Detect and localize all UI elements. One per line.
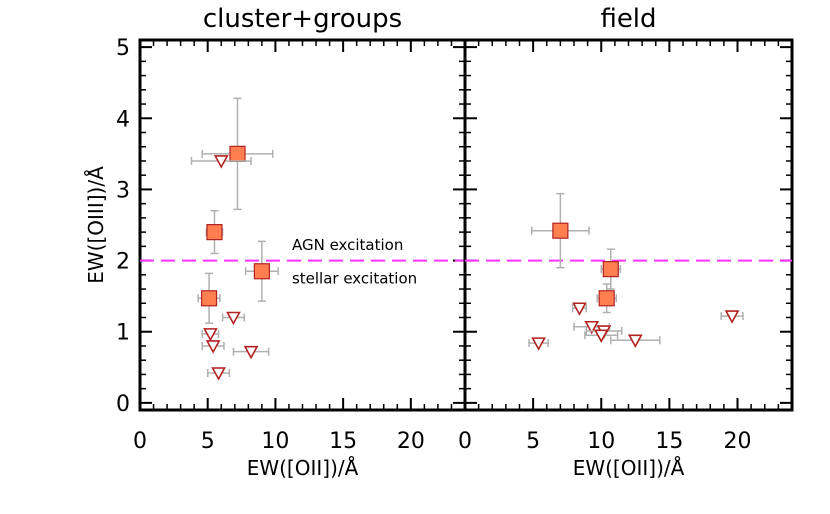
triangle-down-marker	[572, 302, 587, 316]
panel-frame	[463, 38, 794, 412]
x-tick-label: 10	[261, 429, 289, 454]
panel-field: field EW([OII])/Å 0 5 10 15 20	[458, 4, 794, 480]
x-axis-label: EW([OII])/Å	[573, 456, 685, 480]
panel-cluster-groups: cluster+groups EW([OII])/Å EW([OIII])/Å …	[84, 4, 467, 480]
triangle-down-marker	[211, 367, 226, 381]
x-tick-label: 5	[201, 429, 215, 454]
triangle-down-marker	[724, 310, 740, 324]
data-marks	[140, 97, 465, 381]
annotations: AGN excitation stellar excitation	[292, 236, 417, 287]
x-tick-label: 20	[724, 429, 752, 454]
y-tick-label: 1	[116, 321, 130, 346]
triangle-down-marker	[203, 328, 218, 342]
x-tick-label: 10	[587, 429, 615, 454]
square-marker	[253, 263, 270, 280]
panel-title: field	[600, 4, 656, 34]
triangle-down-marker	[627, 334, 643, 348]
x-tick-label: 5	[526, 429, 540, 454]
square-marker	[229, 145, 246, 162]
triangle-down-marker	[531, 337, 546, 351]
x-tick-label: 15	[655, 429, 683, 454]
x-axis-label: EW([OII])/Å	[247, 456, 359, 480]
square-marker	[552, 222, 569, 239]
square-marker	[206, 224, 223, 241]
y-tick-label: 4	[116, 107, 130, 132]
panel-frame	[138, 38, 467, 412]
triangle-down-marker	[593, 329, 609, 343]
x-tick-label: 15	[329, 429, 357, 454]
x-tick-label: 0	[458, 429, 472, 454]
triangle-down-marker	[584, 320, 600, 335]
x-tick-label: 0	[133, 429, 147, 454]
square-marker	[200, 290, 218, 307]
annotation-label: AGN excitation	[292, 236, 403, 254]
y-tick-label: 2	[116, 250, 130, 275]
y-tick-label: 0	[116, 392, 130, 417]
triangle-down-marker	[205, 340, 221, 354]
triangle-down-marker	[226, 311, 241, 326]
y-axis-label: EW([OIII])/Å	[84, 166, 108, 284]
triangle-down-marker	[213, 155, 229, 169]
ticks: 0 5 10 15 20	[458, 40, 792, 454]
panel-title: cluster+groups	[203, 4, 402, 34]
y-tick-label: 5	[116, 36, 130, 61]
y-tick-label: 3	[116, 178, 130, 203]
x-tick-label: 20	[397, 429, 425, 454]
square-marker	[598, 290, 615, 307]
square-marker	[602, 261, 619, 278]
data-marks	[465, 192, 792, 351]
ticks: 0 5 10 15 20 0 1 2 3 4 5	[116, 36, 465, 454]
triangle-down-marker	[243, 345, 259, 360]
annotation-label: stellar excitation	[292, 269, 417, 287]
